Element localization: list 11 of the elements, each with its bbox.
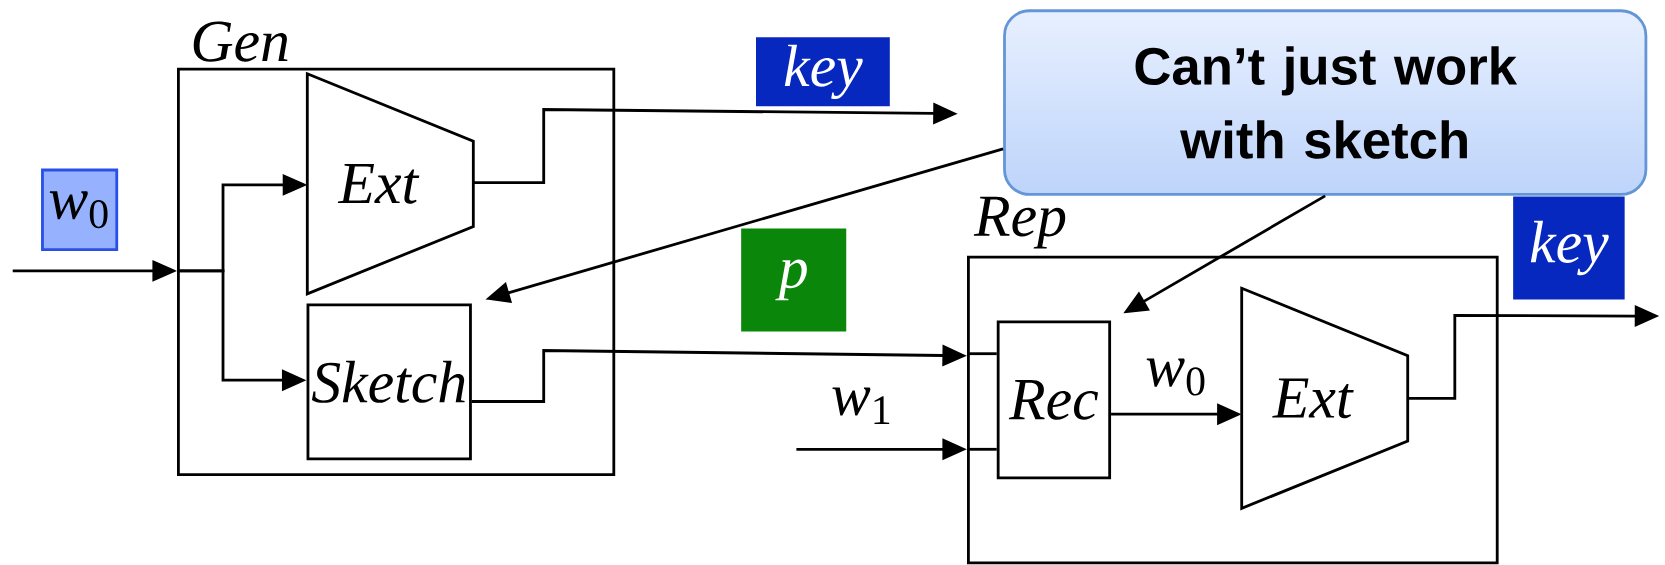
helper-tag: p <box>741 228 847 332</box>
process-box: Rec <box>996 320 1112 480</box>
edge-label: w$_{1}$ <box>827 383 897 428</box>
process-box: Sketch <box>306 303 472 461</box>
edge-label: w$_{0}$ <box>1141 355 1212 400</box>
input-tag: w$_{0}$ <box>41 168 119 251</box>
node-label: Gen <box>193 21 288 62</box>
node-label: Rep <box>973 196 1066 249</box>
output-tag: key <box>1513 196 1625 300</box>
output-tag: key <box>756 37 890 107</box>
callout-box: Can’t just work with sketch <box>1003 9 1648 196</box>
